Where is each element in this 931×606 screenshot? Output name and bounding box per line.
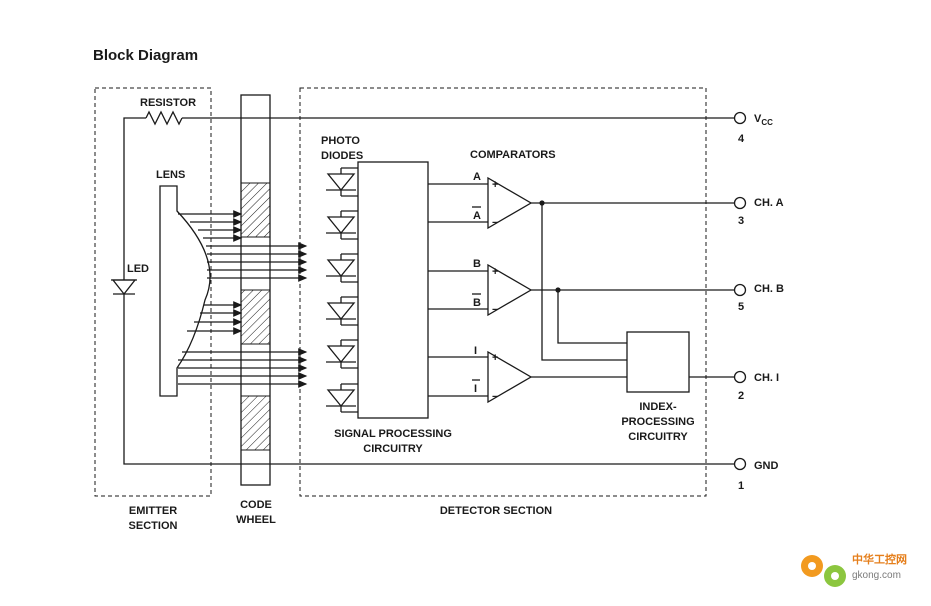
gnd-line <box>123 294 734 465</box>
emitter-section-label-2: SECTION <box>129 520 178 532</box>
pin-chi-label: CH. I <box>754 372 779 384</box>
comparator-plus-sign: + <box>492 179 498 191</box>
comparator-i: +− <box>428 350 533 404</box>
led-symbol <box>111 279 137 296</box>
vcc-line <box>123 110 734 280</box>
detector-section-box <box>299 87 707 497</box>
signal-processing-label-1: SIGNAL PROCESSING <box>334 428 452 440</box>
light-rays-transmitted <box>178 242 308 388</box>
code-wheel-label-2: WHEEL <box>236 514 276 526</box>
photo-diodes-label-2: DIODES <box>321 150 363 162</box>
comparators-label: COMPARATORS <box>470 149 556 161</box>
pin-cha-terminal[interactable] <box>733 196 747 210</box>
pin-gnd-number: 1 <box>738 480 744 492</box>
code-wheel-label-1: CODE <box>240 499 272 511</box>
photodiode-4 <box>326 296 358 326</box>
input-a-bar-label: A <box>473 210 481 222</box>
pin-chi-terminal[interactable] <box>733 370 747 384</box>
resistor-label: RESISTOR <box>140 97 196 109</box>
emitter-section-label-1: EMITTER <box>129 505 177 517</box>
photodiode-array <box>326 167 358 413</box>
input-i-bar-label: I <box>474 383 477 395</box>
lens-label: LENS <box>156 169 185 181</box>
code-wheel <box>240 94 271 486</box>
comparator-plus-sign: + <box>492 352 498 364</box>
index-processing-block <box>626 331 690 393</box>
input-a-label: A <box>473 171 481 183</box>
photodiode-5 <box>326 339 358 369</box>
pin-terminals <box>733 111 747 471</box>
watermark-site: gkong.com <box>852 570 901 581</box>
pin-gnd-terminal[interactable] <box>733 457 747 471</box>
photodiode-6 <box>326 383 358 413</box>
index-processing-label-3: CIRCUITRY <box>628 431 688 443</box>
input-b-bar-label: B <box>473 297 481 309</box>
comparator-a: +− <box>428 176 533 230</box>
watermark-cn: 中华工控网 <box>852 552 907 566</box>
signal-processing-label-2: CIRCUITRY <box>363 443 423 455</box>
detector-section-label: DETECTOR SECTION <box>440 505 552 517</box>
input-b-label: B <box>473 258 481 270</box>
led-label: LED <box>127 263 149 275</box>
pin-cha-number: 3 <box>738 215 744 227</box>
comparator-minus-sign: − <box>492 217 498 229</box>
input-i-label: I <box>474 345 477 357</box>
pin-chi-number: 2 <box>738 390 744 402</box>
light-rays-incident <box>178 210 243 335</box>
comparator-plus-sign: + <box>492 266 498 278</box>
comparator-minus-sign: − <box>492 304 498 316</box>
signal-processing-block <box>357 161 429 419</box>
diagram-title: Block Diagram <box>93 47 198 64</box>
photodiode-1 <box>326 167 358 197</box>
comparator-b: +− <box>428 263 533 317</box>
index-processing-label-2: PROCESSING <box>621 416 694 428</box>
photodiode-3 <box>326 253 358 283</box>
photodiode-2 <box>326 210 358 240</box>
pin-cha-label: CH. A <box>754 197 784 209</box>
watermark-logo: 中华工控网 gkong.com <box>801 552 907 587</box>
pin-vcc-label: VCC <box>754 113 773 127</box>
pin-chb-number: 5 <box>738 301 744 313</box>
gear-icon <box>801 555 846 587</box>
pin-chb-terminal[interactable] <box>733 283 747 297</box>
output-wiring <box>531 200 734 378</box>
pin-gnd-label: GND <box>754 460 779 472</box>
emitter-section-box <box>94 87 212 497</box>
lens-shape <box>159 185 211 397</box>
pin-vcc-number: 4 <box>738 133 745 145</box>
photo-diodes-label-1: PHOTO <box>321 135 360 147</box>
pin-chb-label: CH. B <box>754 283 784 295</box>
comparator-group: +−+−+− <box>428 176 533 404</box>
index-processing-label-1: INDEX- <box>639 401 677 413</box>
pin-vcc-terminal[interactable] <box>733 111 747 125</box>
comparator-minus-sign: − <box>492 391 498 403</box>
